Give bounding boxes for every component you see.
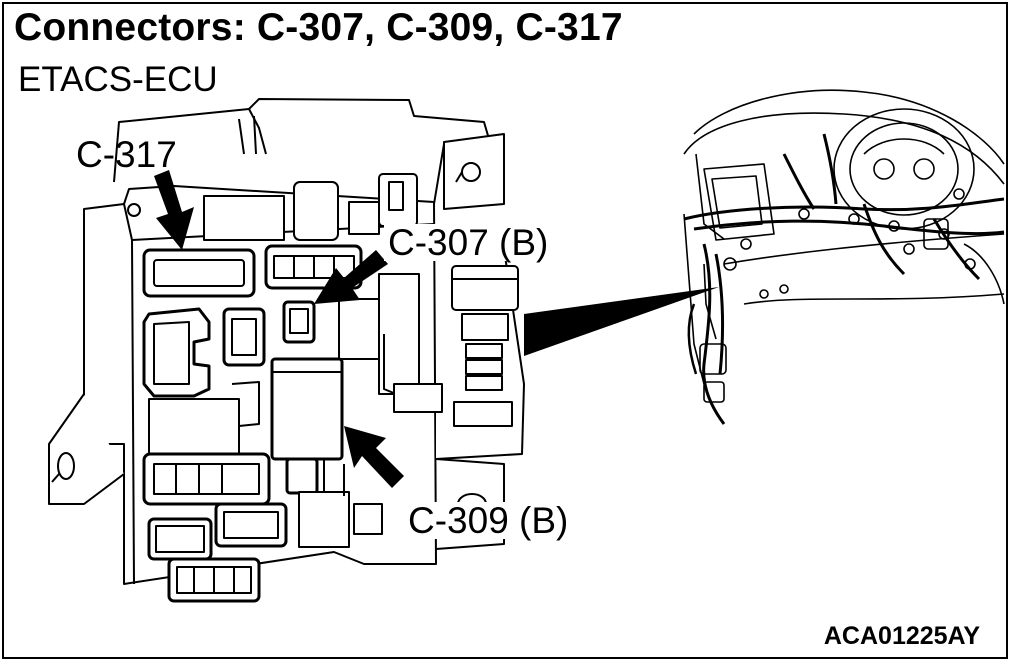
component-label: ETACS-ECU bbox=[18, 60, 218, 99]
page-title: Connectors: C-307, C-309, C-317 bbox=[14, 6, 623, 49]
etacs-ecu-unit bbox=[48, 98, 525, 603]
arrow-c317 bbox=[154, 170, 194, 250]
arrow-c309 bbox=[344, 426, 404, 488]
location-pointer bbox=[524, 287, 719, 356]
connector-label-c309: C-309 (B) bbox=[404, 502, 573, 539]
diagram-drawing bbox=[48, 89, 1005, 603]
figure-id: ACA01225AY bbox=[823, 622, 980, 650]
connector-label-c317: C-317 bbox=[76, 134, 177, 175]
vehicle-location-inset bbox=[683, 89, 1005, 425]
connector-label-c307: C-307 (B) bbox=[384, 224, 553, 261]
arrow-c307 bbox=[314, 250, 388, 304]
